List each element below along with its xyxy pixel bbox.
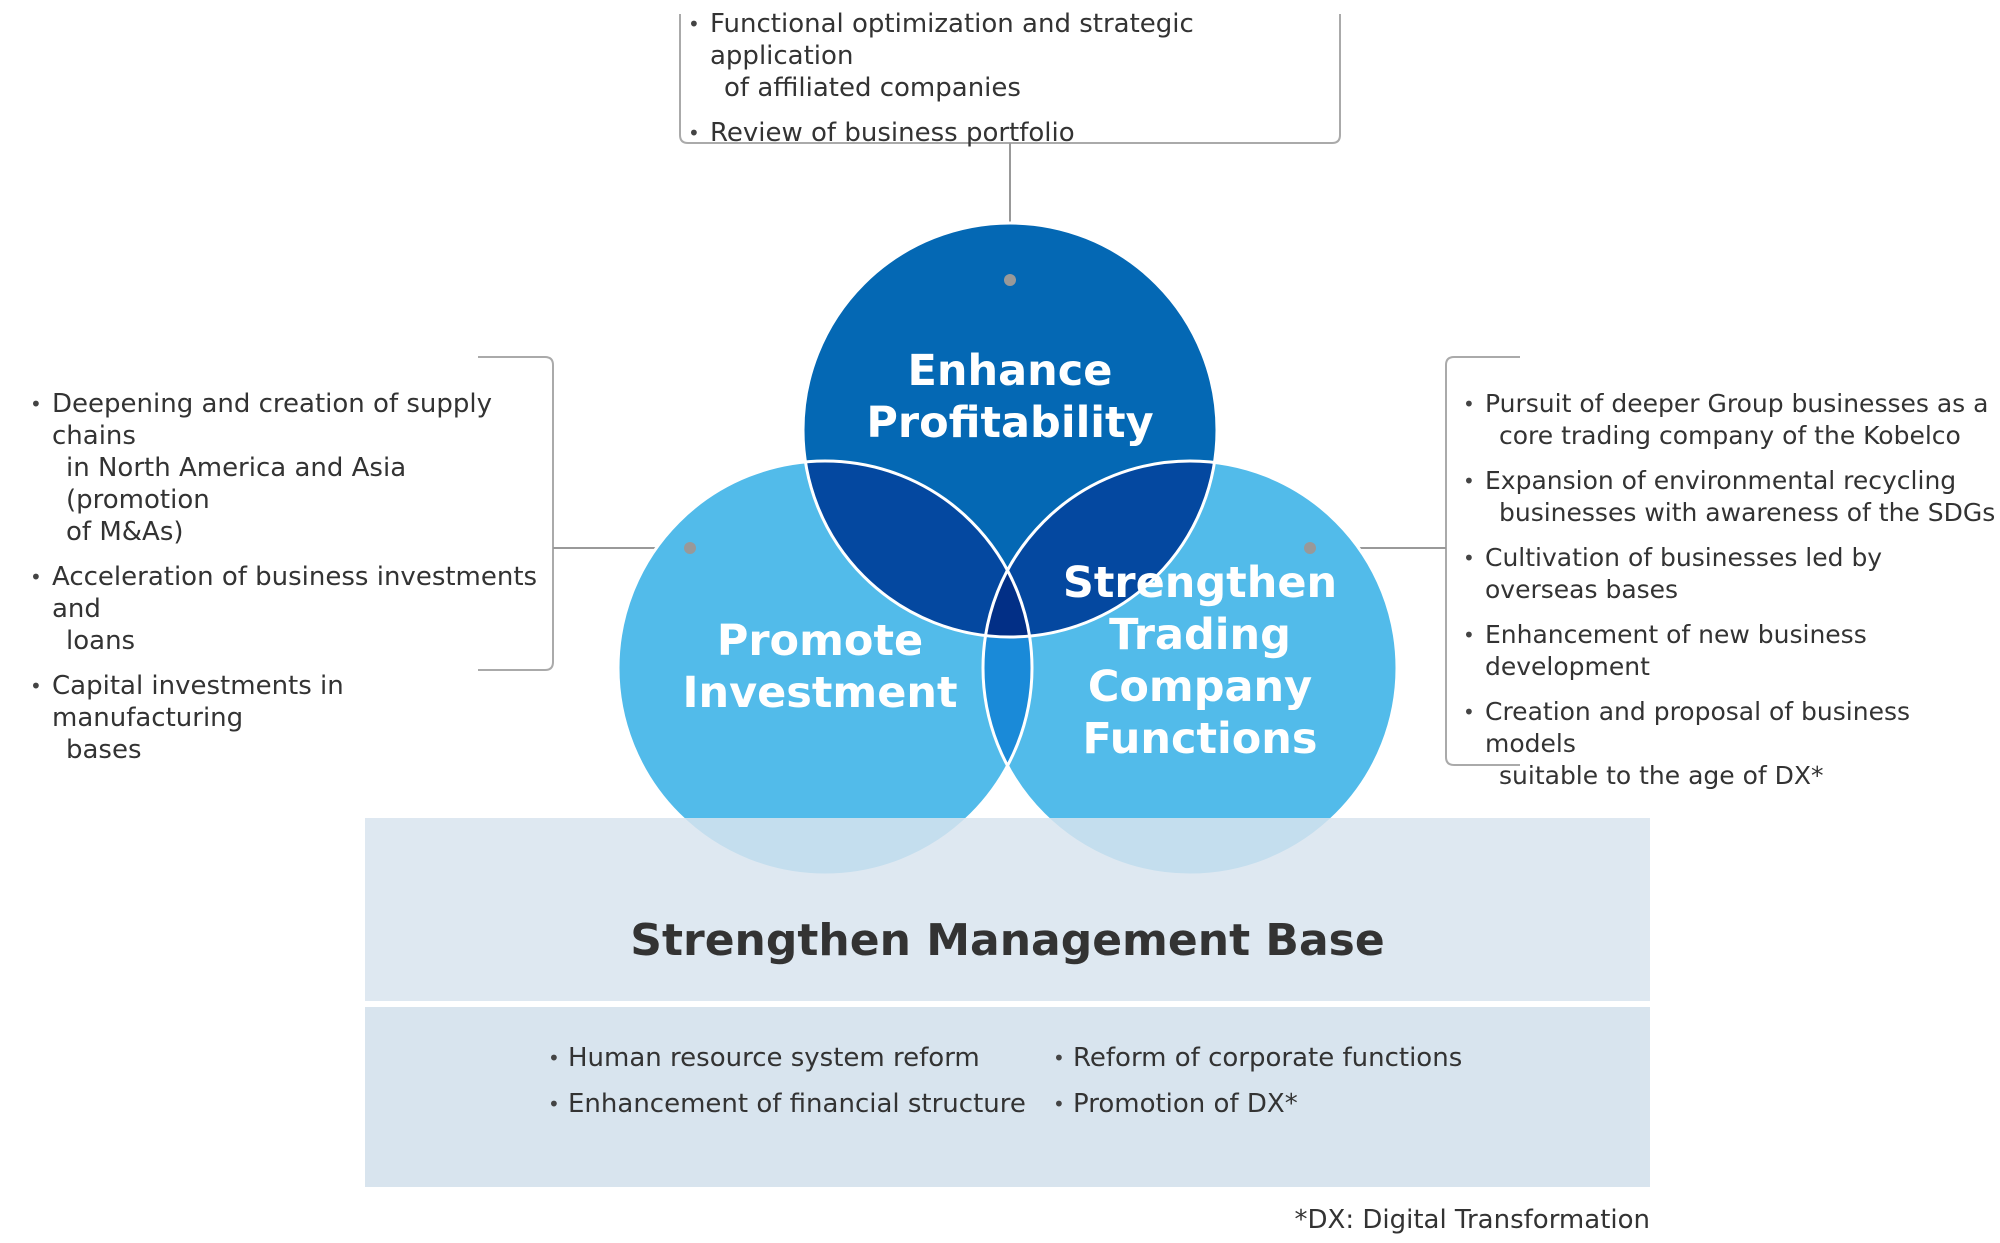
list-item: Review of business portfolio [680, 117, 1320, 149]
left-callout-bracket [478, 356, 554, 671]
list-item: Enhancement of financial structure [548, 1088, 1026, 1120]
management-base-panel [365, 818, 1650, 1001]
list-item: Promotion of DX* [1053, 1088, 1462, 1120]
left-callout-list: Deepening and creation of supply chains … [22, 388, 542, 779]
list-item: Acceleration of business investments and… [22, 561, 542, 657]
list-item: Reform of corporate functions [1053, 1042, 1462, 1074]
title-enhance-profitability: Enhance Profitability [866, 346, 1154, 448]
overlap-profit-trading [983, 461, 1217, 637]
top-connector-dot [1004, 274, 1016, 286]
right-callout-list: Pursuit of deeper Group businesses as a … [1455, 388, 2000, 805]
list-item: Functional optimization and strategic ap… [680, 8, 1320, 104]
top-callout-list: Functional optimization and strategic ap… [680, 8, 1320, 162]
footnote: *DX: Digital Transformation [1294, 1205, 1650, 1235]
list-item: Creation and proposal of business models… [1455, 696, 2000, 792]
management-base-title: Strengthen Management Base [630, 915, 1385, 966]
list-item: Cultivation of businesses led by oversea… [1455, 542, 2000, 606]
title-promote-investment: Promote Investment [682, 616, 958, 718]
list-item: Enhancement of new business development [1455, 619, 2000, 683]
list-item: Expansion of environmental recycling bus… [1455, 465, 2000, 529]
list-item: Pursuit of deeper Group businesses as a … [1455, 388, 2000, 452]
list-item: Capital investments in manufacturing bas… [22, 670, 542, 766]
right-connector-dot [1304, 542, 1316, 554]
list-item: Deepening and creation of supply chains … [22, 388, 542, 548]
overlap-profit-invest [803, 461, 1032, 637]
title-strengthen-trading: Strengthen Trading Company Functions [1062, 558, 1338, 764]
management-base-list-left: Human resource system reform Enhancement… [548, 1042, 1026, 1134]
left-connector-dot [684, 542, 696, 554]
right-callout-bracket [1445, 356, 1520, 766]
list-item: Human resource system reform [548, 1042, 1026, 1074]
management-base-list-right: Reform of corporate functions Promotion … [1053, 1042, 1462, 1134]
